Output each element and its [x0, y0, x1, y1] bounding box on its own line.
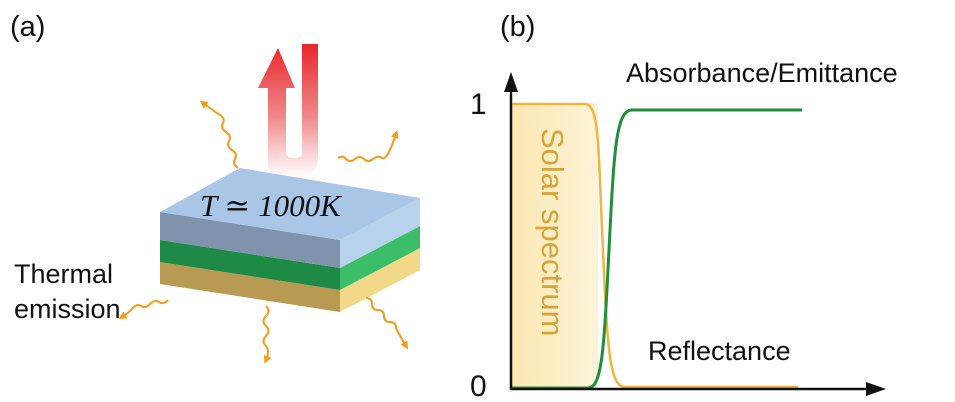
- middle-layer-side-left: [160, 240, 340, 290]
- y-axis-arrowhead: [504, 72, 518, 92]
- absorbance-label: Absorbance/Emittance: [626, 58, 898, 88]
- heat-flow-arrow-icon: [258, 44, 318, 178]
- solar-spectrum-band: [511, 103, 598, 389]
- panel-b: (b) Solar spectrum 1 0 Absorbance/Emitta…: [470, 11, 898, 402]
- bottom-layer-side-right: [340, 248, 420, 312]
- top-layer-side-right: [340, 198, 420, 268]
- absorbance-curve: [511, 108, 802, 390]
- solar-spectrum-label: Solar spectrum: [535, 128, 570, 336]
- layered-slab: [160, 168, 420, 312]
- bottom-layer-side-left: [160, 262, 340, 312]
- y-tick-zero: 0: [470, 370, 487, 402]
- thermal-emission-wave-icon: [118, 100, 409, 364]
- thermal-label-line1: Thermal: [14, 259, 113, 289]
- top-layer-side-left: [160, 212, 340, 268]
- thermal-label-line2: emission: [14, 294, 121, 324]
- top-layer-face: [160, 168, 420, 240]
- panel-a-label: (a): [10, 11, 45, 43]
- panel-b-label: (b): [500, 11, 535, 43]
- panel-a: (a) T ≃ 1000K Thermal emis: [10, 11, 420, 364]
- y-tick-one: 1: [470, 88, 487, 121]
- reflectance-curve: [511, 102, 798, 389]
- temperature-label: T ≃ 1000K: [200, 188, 343, 223]
- reflectance-label: Reflectance: [648, 336, 791, 366]
- middle-layer-side-right: [340, 226, 420, 290]
- x-axis-arrowhead: [866, 382, 886, 396]
